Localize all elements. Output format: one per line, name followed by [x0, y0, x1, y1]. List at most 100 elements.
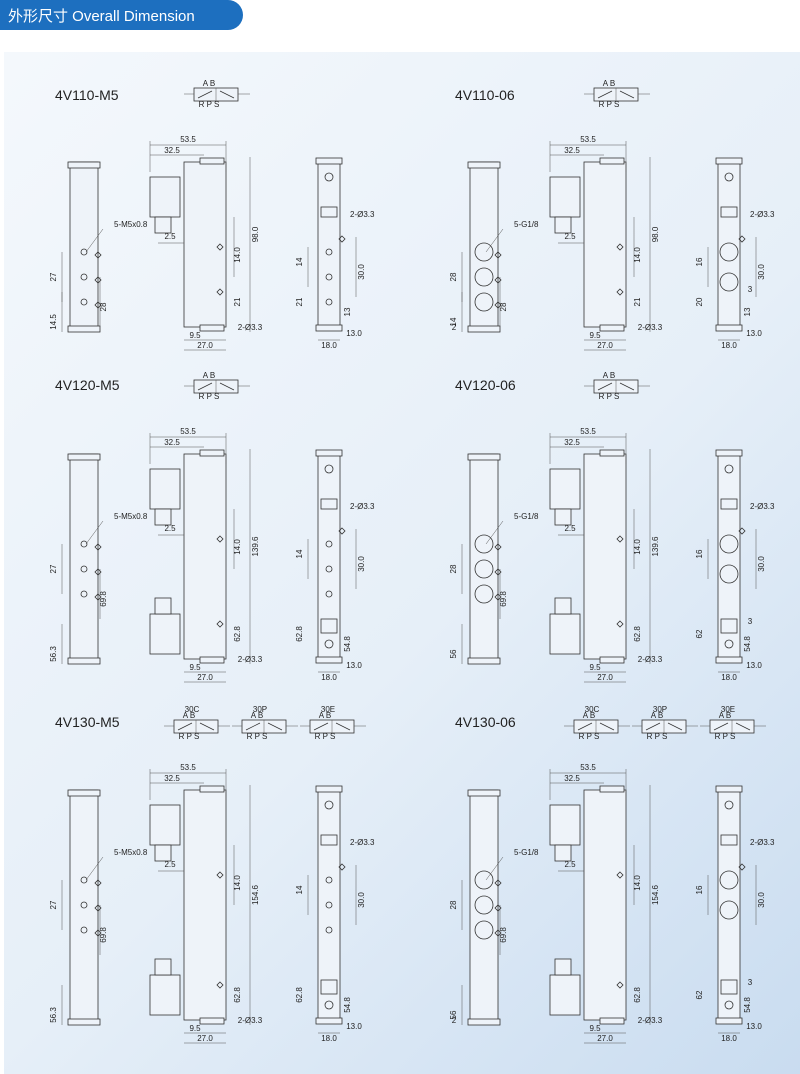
dim-side-lower: 28 — [499, 302, 508, 311]
valve-body — [583, 789, 627, 1021]
dim-r-center: 30.0 — [357, 264, 366, 280]
model-title-4: 4V130-M5 — [55, 714, 120, 730]
side-view-body — [469, 161, 499, 328]
dim-r-h2: 21 — [295, 297, 304, 306]
end-view-screw — [724, 464, 734, 474]
dim-r-low: 13 — [743, 307, 752, 316]
end-view-window — [720, 979, 738, 995]
symbol-arrows — [713, 722, 751, 731]
dim-r-bottom2: 13.0 — [346, 329, 362, 338]
end-port — [325, 248, 333, 256]
leader-line — [85, 856, 104, 881]
coil-upper — [549, 468, 581, 510]
symbol-port-bottom: R P S — [199, 100, 220, 109]
mounting-mark — [338, 863, 346, 871]
symbol-arrows — [245, 722, 283, 731]
symbol-port-top: A B — [319, 711, 331, 720]
dim-width-inner: 32.5 — [164, 146, 180, 155]
symbol-port-bottom: R P S — [247, 732, 268, 741]
dim-base-small: 2 — [452, 1016, 457, 1025]
dim-mount-hole: 2-Ø3.3 — [638, 1016, 663, 1025]
side-view-cap — [67, 453, 101, 461]
valve-body — [183, 789, 227, 1021]
dim-end-mount-hole: 2-Ø3.3 — [750, 502, 775, 511]
valve-symbol-0: A BR P S — [584, 371, 650, 401]
symbol-port-bottom: R P S — [579, 732, 600, 741]
dim-height: 154.6 — [651, 884, 660, 905]
symbol-port-top: A B — [183, 711, 195, 720]
mounting-mark — [216, 871, 224, 879]
side-port — [80, 273, 88, 281]
dim-height: 139.6 — [251, 536, 260, 557]
mounting-mark — [616, 981, 624, 989]
end-port — [719, 242, 739, 262]
valve-symbol-0: A BR P S — [584, 79, 650, 109]
valve-cap — [199, 1017, 225, 1025]
symbol-arrows — [645, 722, 683, 731]
coil-connector — [554, 508, 572, 526]
valve-block-2: A BR P S5-M5x0.82769.856.353.532.52.5139… — [49, 371, 375, 683]
valve-cap — [599, 656, 625, 664]
symbol-arrows — [597, 90, 635, 99]
port-label: 5-G1/8 — [514, 512, 539, 521]
end-port — [325, 540, 333, 548]
dim-side-lower: 69.8 — [99, 591, 108, 607]
dim-width-inner: 32.5 — [564, 774, 580, 783]
dim-offset: 2.5 — [564, 860, 576, 869]
symbol-port-top: A B — [651, 711, 663, 720]
dim-bottom-left: 9.5 — [589, 663, 601, 672]
leader-line — [85, 228, 104, 253]
dim-offset: 2.5 — [164, 860, 176, 869]
dim-r-low: 54.8 — [743, 997, 752, 1013]
dim-upper: 14.0 — [633, 247, 642, 263]
dim-r-center: 30.0 — [357, 556, 366, 572]
dim-end-mount-hole: 2-Ø3.3 — [350, 838, 375, 847]
dim-lower: 62.8 — [233, 987, 242, 1003]
side-port — [474, 895, 494, 915]
coil-connector — [554, 597, 572, 615]
dim-r-low: 13 — [343, 307, 352, 316]
end-view-window — [320, 498, 338, 510]
dim-bottom: 27.0 — [597, 1034, 613, 1043]
end-view-window — [720, 834, 738, 846]
mounting-mark — [738, 527, 746, 535]
symbol-port-top: A B — [719, 711, 731, 720]
side-view-body — [69, 453, 99, 660]
symbol-arrows — [197, 90, 235, 99]
symbol-port-top: A B — [203, 79, 215, 88]
side-port — [474, 584, 494, 604]
side-view-cap — [467, 325, 501, 333]
dim-width-total: 53.5 — [180, 427, 196, 436]
dim-bottom: 27.0 — [197, 1034, 213, 1043]
mounting-mark — [616, 871, 624, 879]
side-port — [80, 901, 88, 909]
side-port — [474, 870, 494, 890]
symbol-port-bottom: R P S — [599, 392, 620, 401]
side-view-cap — [467, 161, 501, 169]
valve-cap — [599, 157, 625, 165]
symbol-port-top: A B — [203, 371, 215, 380]
dim-width-inner: 32.5 — [164, 438, 180, 447]
end-view-window — [320, 834, 338, 846]
side-view-cap — [67, 161, 101, 169]
dim-r-low: 54.8 — [743, 636, 752, 652]
valve-cap — [199, 656, 225, 664]
dim-r-bottom2: 13.0 — [346, 661, 362, 670]
side-view-body — [469, 453, 499, 660]
coil-lower — [549, 613, 581, 655]
dim-side-upper: 27 — [49, 900, 58, 909]
end-view-window — [320, 618, 338, 634]
dim-side-upper: 28 — [449, 272, 458, 281]
dim-width-total: 53.5 — [580, 763, 596, 772]
leader-line — [485, 520, 504, 545]
dim-end-mount-hole: 2-Ø3.3 — [750, 838, 775, 847]
symbol-port-bottom: R P S — [315, 732, 336, 741]
side-port — [80, 876, 88, 884]
dim-lower: 21 — [233, 297, 242, 306]
end-port — [325, 273, 333, 281]
port-label: 5-G1/8 — [514, 220, 539, 229]
end-view-cap — [715, 324, 743, 332]
